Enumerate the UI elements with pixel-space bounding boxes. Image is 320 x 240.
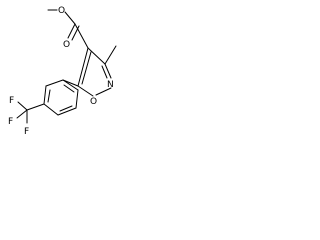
- isoxazole-ring: [77, 45, 117, 97]
- molecule-canvas: O O N O F F F: [0, 0, 131, 141]
- bond-c3-methyl: [104, 45, 117, 65]
- ring-oxygen-label: O: [90, 97, 97, 107]
- bond-c-f1: [17, 101, 28, 111]
- bond-o-carbonyl-c: [64, 11, 76, 25]
- bond-c3-n-b: [101, 65, 108, 79]
- bond-n-o: [95, 87, 112, 96]
- phenyl-inner-1: [47, 89, 51, 103]
- phenyl-bond-6: [62, 79, 79, 91]
- carbonyl-oxygen-label: O: [63, 40, 70, 50]
- bond-c3-c4: [87, 47, 106, 65]
- phenyl-bond-3: [43, 103, 59, 116]
- phenyl-ring: [43, 79, 79, 116]
- bond-phenyl-cf3: [26, 103, 45, 111]
- ring-nitrogen-label: N: [107, 80, 114, 90]
- fluorine-label-3: F: [24, 127, 29, 137]
- structure-diagram: O O N O F F F: [8, 6, 117, 137]
- phenyl-bond-4: [57, 107, 77, 116]
- fluorine-label-1: F: [9, 96, 14, 106]
- bond-o-c5: [77, 85, 94, 97]
- bond-c5-c4-b: [81, 51, 92, 85]
- phenyl-inner-2: [59, 105, 73, 112]
- bond-carbonyl-c-o-double-a: [67, 23, 76, 39]
- phenyl-bond-2: [43, 85, 47, 105]
- bond-c5-phenyl: [62, 79, 79, 87]
- ester-oxygen-label: O: [58, 6, 65, 16]
- phenyl-inner-3: [63, 84, 75, 93]
- fluorine-label-2: F: [8, 117, 13, 127]
- phenyl-bond-5: [75, 89, 79, 109]
- bond-c5-c4-a: [77, 47, 89, 87]
- methyl-ester-group: [47, 9, 89, 49]
- bond-c3-n-a: [104, 63, 112, 79]
- bond-c-f2: [16, 109, 28, 119]
- phenyl-bond-1: [45, 79, 64, 87]
- bond-carbonyl-c-ring-c4: [74, 23, 89, 49]
- trifluoromethyl-group: [16, 101, 45, 124]
